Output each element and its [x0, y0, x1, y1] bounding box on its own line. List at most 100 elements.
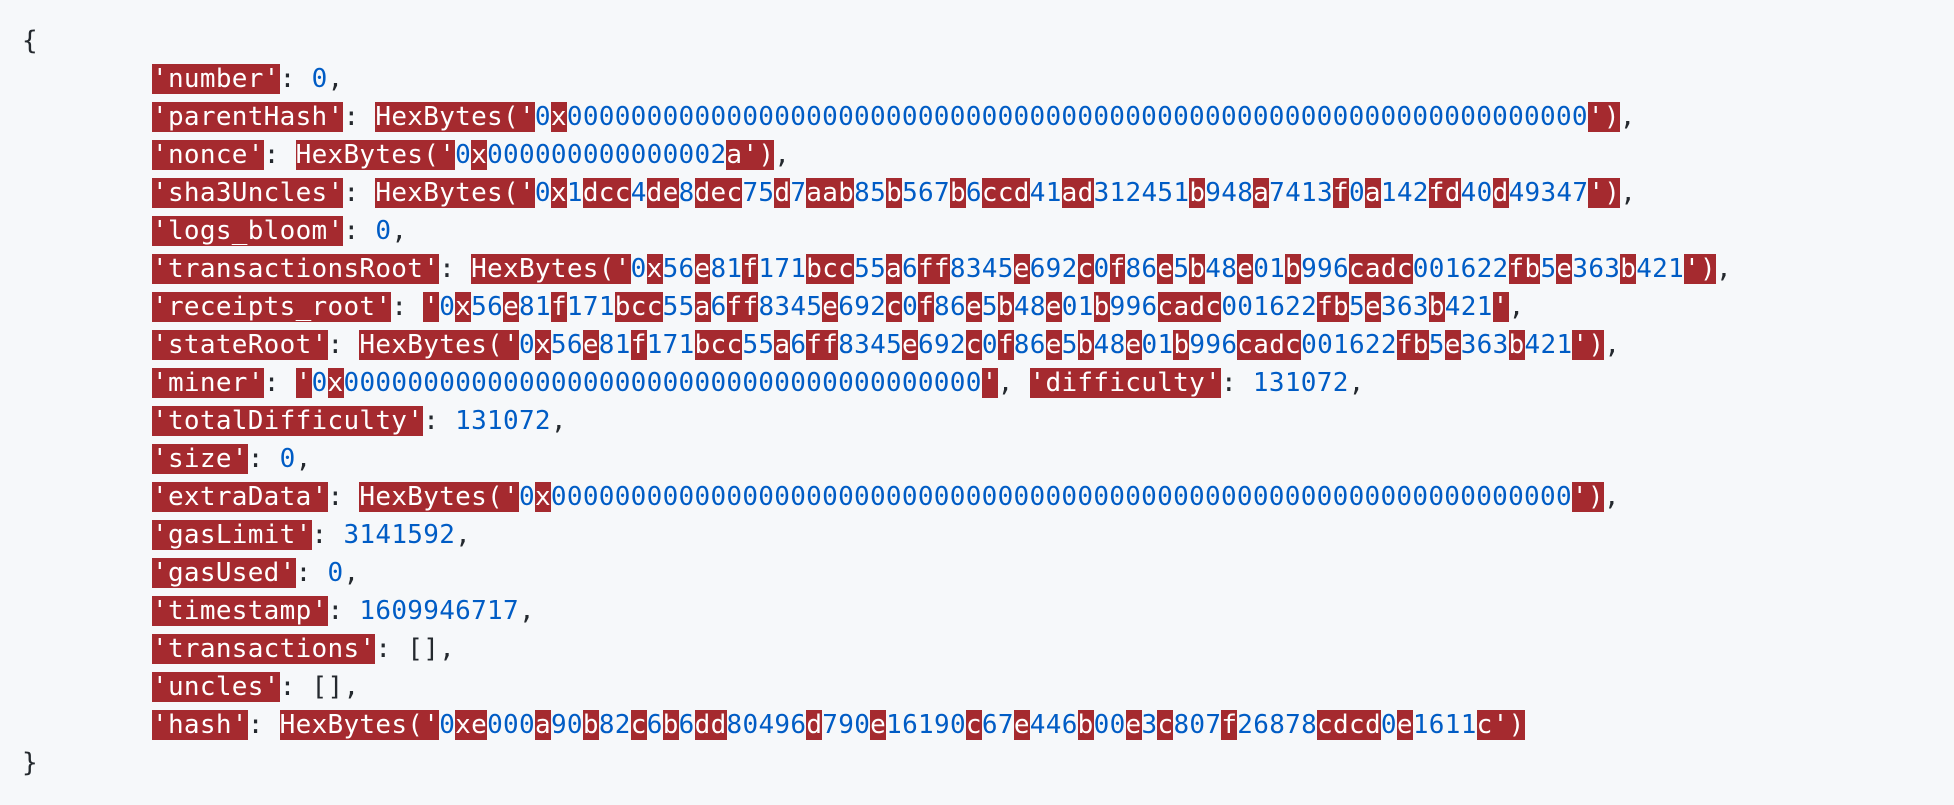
hex-letters: a: [534, 710, 551, 740]
hex-digits: 692: [918, 330, 966, 360]
error-token: '): [1588, 178, 1621, 208]
hex-letters: f: [918, 292, 935, 322]
hex-digits: 001622: [1301, 330, 1397, 360]
punctuation: :: [311, 520, 344, 550]
hex-letters: b: [1077, 710, 1094, 740]
hex-digits: 00: [1093, 710, 1126, 740]
dict-key: 'number': [152, 64, 280, 94]
punctuation: ,: [327, 64, 344, 94]
hex-digits: 8345: [949, 254, 1014, 284]
code-line: 'transactionsRoot': HexBytes('0x56e81f17…: [22, 250, 1942, 288]
hex-digits: 5: [1540, 254, 1557, 284]
hex-letters: e: [694, 254, 711, 284]
code-line: 'gasUsed': 0,: [22, 554, 1942, 592]
code-line: 'sha3Uncles': HexBytes('0x1dcc4de8dec75d…: [22, 174, 1942, 212]
hex-letters: b: [949, 178, 966, 208]
hex-digits: 692: [1029, 254, 1078, 284]
brace-line: {: [22, 22, 1942, 60]
hex-letters: e: [1396, 710, 1413, 740]
hex-digits: 7413: [1269, 178, 1333, 208]
hex-letters: e: [1045, 330, 1062, 360]
punctuation: :: [263, 368, 296, 398]
hex-letters: x: [550, 178, 567, 208]
hex-digits: 312451: [1093, 178, 1190, 208]
dict-key: 'stateRoot': [152, 330, 328, 360]
hex-letters: cadc: [1237, 330, 1302, 360]
hex-digits: 81: [598, 330, 631, 360]
dict-key: 'nonce': [152, 140, 264, 170]
hex-digits: 0: [1348, 178, 1365, 208]
hex-digits: 85: [854, 178, 887, 208]
hex-letters: f: [550, 292, 567, 322]
hex-digits: 82: [598, 710, 631, 740]
hex-letters: e: [1444, 330, 1461, 360]
punctuation: ,: [774, 140, 791, 170]
hex-digits: 0: [439, 292, 456, 322]
hex-letters: dec: [694, 178, 743, 208]
number-value: 0: [375, 216, 392, 246]
punctuation: ,: [1716, 254, 1732, 284]
hex-letters: f: [630, 330, 647, 360]
hex-letters: x: [471, 140, 488, 170]
brace: {: [22, 26, 38, 56]
hex-letters: c: [630, 710, 647, 740]
hex-digits: 86: [1125, 254, 1158, 284]
brace-line: }: [22, 744, 1942, 782]
hex-digits: 446: [1029, 710, 1078, 740]
punctuation: :: [343, 216, 376, 246]
dict-key: 'transactionsRoot': [152, 254, 440, 284]
punctuation: :: [247, 444, 280, 474]
hex-digits: 86: [1013, 330, 1046, 360]
hex-digits: 171: [646, 330, 695, 360]
code-line: 'hash': HexBytes('0xe000a90b82c6b6dd8049…: [22, 706, 1942, 744]
hex-letters: e: [870, 710, 887, 740]
hex-letters: fb: [1508, 254, 1541, 284]
hex-digits: 48: [1093, 330, 1126, 360]
hex-letters: e: [582, 330, 599, 360]
hex-digits: 0: [1380, 710, 1397, 740]
hex-letters: fb: [1396, 330, 1429, 360]
hex-letters: b: [1093, 292, 1110, 322]
hex-letters: c: [1157, 710, 1174, 740]
hex-letters: a: [774, 330, 791, 360]
hex-digits: 0000000000000000000000000000000000000000: [343, 368, 982, 398]
error-token: '): [1587, 102, 1620, 132]
hex-digits: 0: [518, 482, 535, 512]
hex-letters: e: [1237, 254, 1254, 284]
number-value: 3141592: [343, 520, 456, 550]
hex-digits: 790: [822, 710, 871, 740]
code-line: 'totalDifficulty': 131072,: [22, 402, 1942, 440]
hex-letters: x: [455, 292, 472, 322]
punctuation: ,: [1603, 482, 1620, 512]
punctuation: :: [343, 178, 376, 208]
hex-letters: bcc: [806, 254, 855, 284]
hex-digits: 421: [1444, 292, 1493, 322]
hex-digits: 6: [678, 710, 695, 740]
hex-digits: 171: [566, 292, 615, 322]
hex-letters: c: [965, 710, 982, 740]
error-token: '): [1572, 330, 1605, 360]
hex-letters: d: [806, 710, 823, 740]
hex-letters: x: [646, 254, 663, 284]
punctuation: ,: [518, 596, 535, 626]
error-token: ': [295, 368, 312, 398]
punctuation: : [],: [375, 634, 456, 664]
punctuation: :: [247, 710, 280, 740]
hex-letters: d: [1492, 178, 1509, 208]
hex-letters: ad: [1061, 178, 1094, 208]
hex-letters: x: [534, 330, 551, 360]
error-token: HexBytes(': [359, 482, 519, 512]
error-token: HexBytes(': [375, 102, 535, 132]
hex-letters: e: [1125, 710, 1142, 740]
dict-key: 'logs_bloom': [152, 216, 344, 246]
hex-digits: 26878: [1237, 710, 1318, 740]
dict-key: 'transactions': [152, 634, 376, 664]
dict-key: 'totalDifficulty': [152, 406, 424, 436]
error-token: '): [1492, 710, 1525, 740]
hex-digits: 000: [487, 710, 535, 740]
hex-letters: fd: [1428, 178, 1461, 208]
error-token: HexBytes(': [295, 140, 456, 170]
hex-digits: 80496: [726, 710, 807, 740]
hex-digits: 6: [646, 710, 663, 740]
hex-letters: e: [1013, 254, 1030, 284]
